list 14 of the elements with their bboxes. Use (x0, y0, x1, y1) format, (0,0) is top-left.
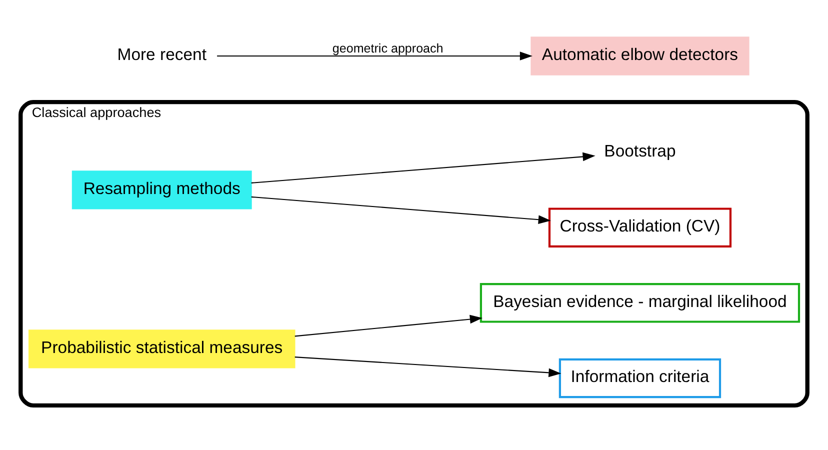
node-box: Information criteria (558, 358, 722, 398)
node-box: Cross-Validation (CV) (548, 207, 732, 247)
node-text: More recent (117, 44, 206, 64)
arrow (294, 356, 562, 377)
node-box: Resampling methods (72, 170, 252, 209)
arrow (251, 152, 596, 183)
edge-label: geometric approach (332, 40, 444, 55)
arrow (217, 51, 532, 60)
arrow (251, 196, 551, 224)
node-box: Bayesian evidence - marginal likelihood (480, 282, 800, 322)
node-box: Probabilistic statistical measures (28, 329, 296, 368)
node-box: Automatic elbow detectors (530, 36, 750, 75)
arrow (294, 314, 482, 336)
node-text: Bootstrap (604, 140, 676, 160)
